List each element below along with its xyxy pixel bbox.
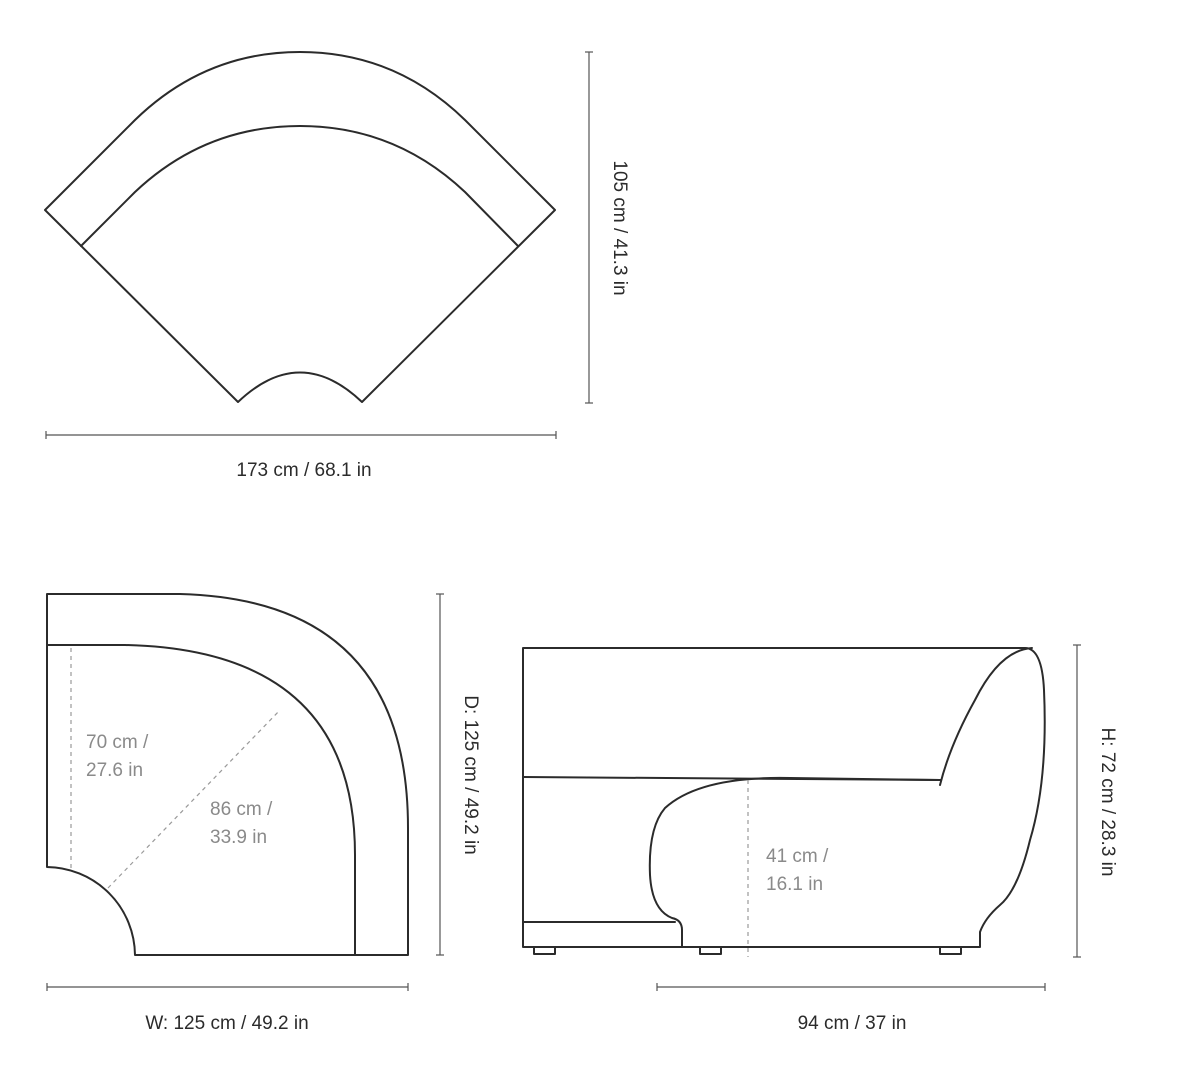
side-view-seat-height-label-line2: 16.1 in — [766, 874, 823, 895]
plan-view-seat-depth-label-line2: 27.6 in — [86, 760, 143, 781]
side-view-height-label: H: 72 cm / 28.3 in — [1097, 728, 1118, 877]
top-view-width-label: 173 cm / 68.1 in — [236, 460, 371, 481]
plan-view-outer-outline — [46, 593, 409, 956]
plan-view-diagonal-label-line2: 33.9 in — [210, 827, 267, 848]
side-view: 41 cm / 16.1 in 94 cm / 37 in H: 72 cm /… — [522, 644, 1118, 1034]
plan-view-diagonal-dashed-line — [107, 709, 281, 889]
top-view: 173 cm / 68.1 in 105 cm / 41.3 in — [44, 51, 630, 481]
plan-view: 70 cm / 27.6 in 86 cm / 33.9 in W: 125 c… — [46, 593, 481, 1034]
plan-view-width-label: W: 125 cm / 49.2 in — [145, 1013, 308, 1034]
plan-view-diagonal-label-line1: 86 cm / — [210, 799, 273, 820]
side-view-seat-height-label-line1: 41 cm / — [766, 846, 829, 867]
top-view-backrest-inner-edge — [80, 125, 519, 247]
side-view-foot-right — [939, 946, 962, 955]
plan-view-depth-label: D: 125 cm / 49.2 in — [460, 695, 481, 854]
side-view-foot-middle — [699, 946, 722, 955]
plan-view-backrest-inner-edge — [46, 644, 356, 956]
top-view-depth-label: 105 cm / 41.3 in — [609, 160, 630, 295]
top-view-outer-outline — [44, 51, 556, 403]
side-view-backrest-front-edge — [939, 647, 1033, 786]
side-view-seat-cushion-outline — [648, 776, 941, 948]
side-view-foot-left — [533, 946, 556, 955]
side-view-body-outline — [522, 647, 1046, 948]
side-view-width-label: 94 cm / 37 in — [798, 1013, 907, 1034]
plan-view-seat-depth-label-line1: 70 cm / — [86, 732, 149, 753]
